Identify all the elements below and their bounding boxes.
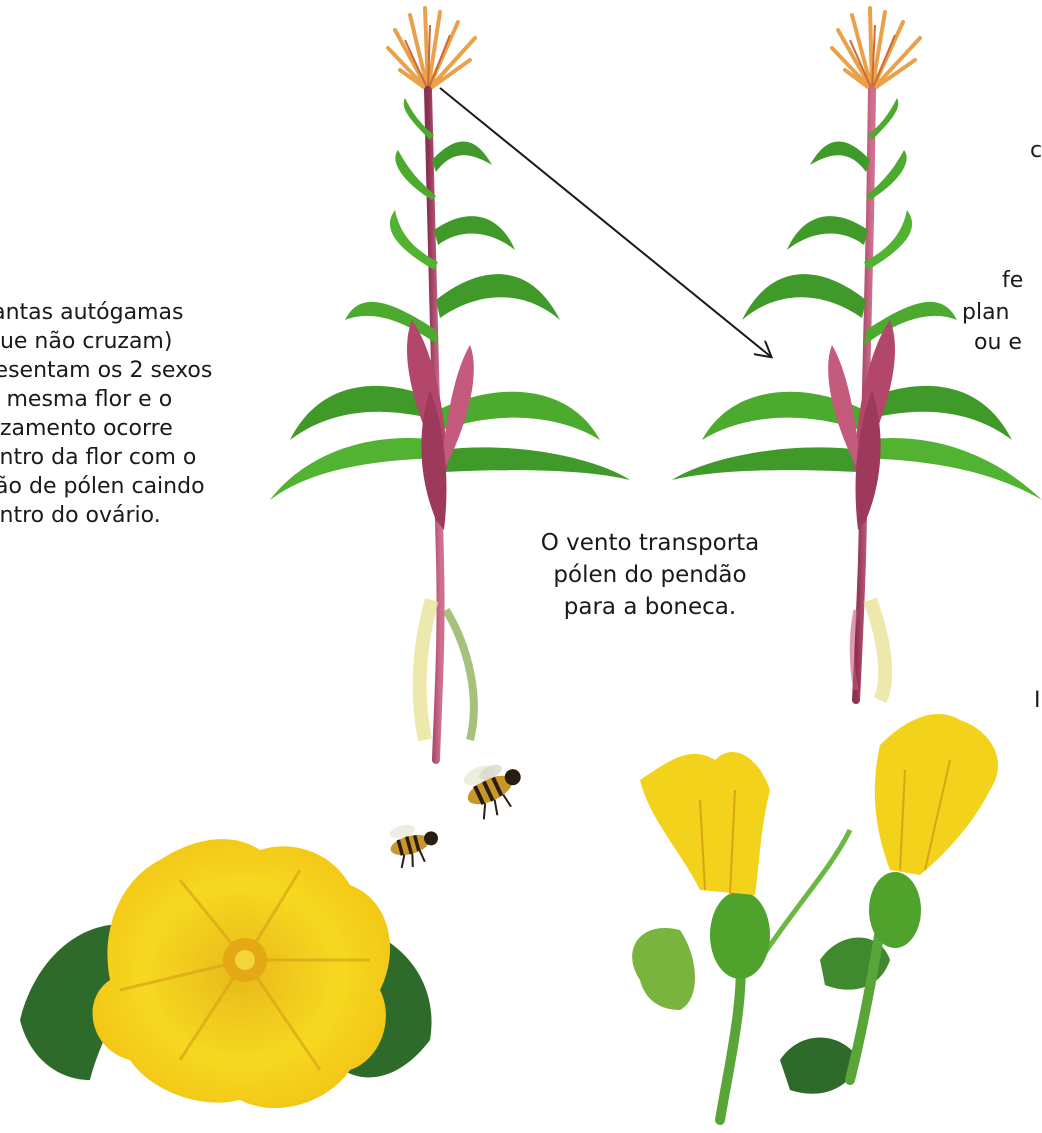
squash-flower-open: [20, 839, 432, 1108]
left-caption-line: entro do ovário.: [0, 501, 212, 530]
squash-flower-closed-group: [632, 714, 998, 1120]
corn-plant-left: [270, 8, 630, 760]
bee-lower: [385, 817, 443, 871]
left-caption-line: que não cruzam): [0, 327, 212, 356]
center-caption-line: pólen do pendão: [500, 559, 800, 591]
left-caption-line: uzamento ocorre: [0, 414, 212, 443]
tassel-right: [832, 8, 920, 90]
left-caption: lantas autógamas que não cruzam) resenta…: [0, 298, 212, 530]
left-caption-line: lantas autógamas: [0, 298, 212, 327]
tassel-left: [388, 8, 475, 90]
center-caption-line: O vento transporta: [500, 527, 800, 559]
left-caption-line: entro da flor com o: [0, 443, 212, 472]
center-caption: O vento transporta pólen do pendão para …: [500, 527, 800, 623]
bee-upper: [457, 752, 532, 824]
left-caption-line: resentam os 2 sexos: [0, 356, 212, 385]
left-caption-line: a mesma flor e o: [0, 385, 212, 414]
center-caption-line: para a boneca.: [500, 591, 800, 623]
left-caption-line: rão de pólen caindo: [0, 472, 212, 501]
